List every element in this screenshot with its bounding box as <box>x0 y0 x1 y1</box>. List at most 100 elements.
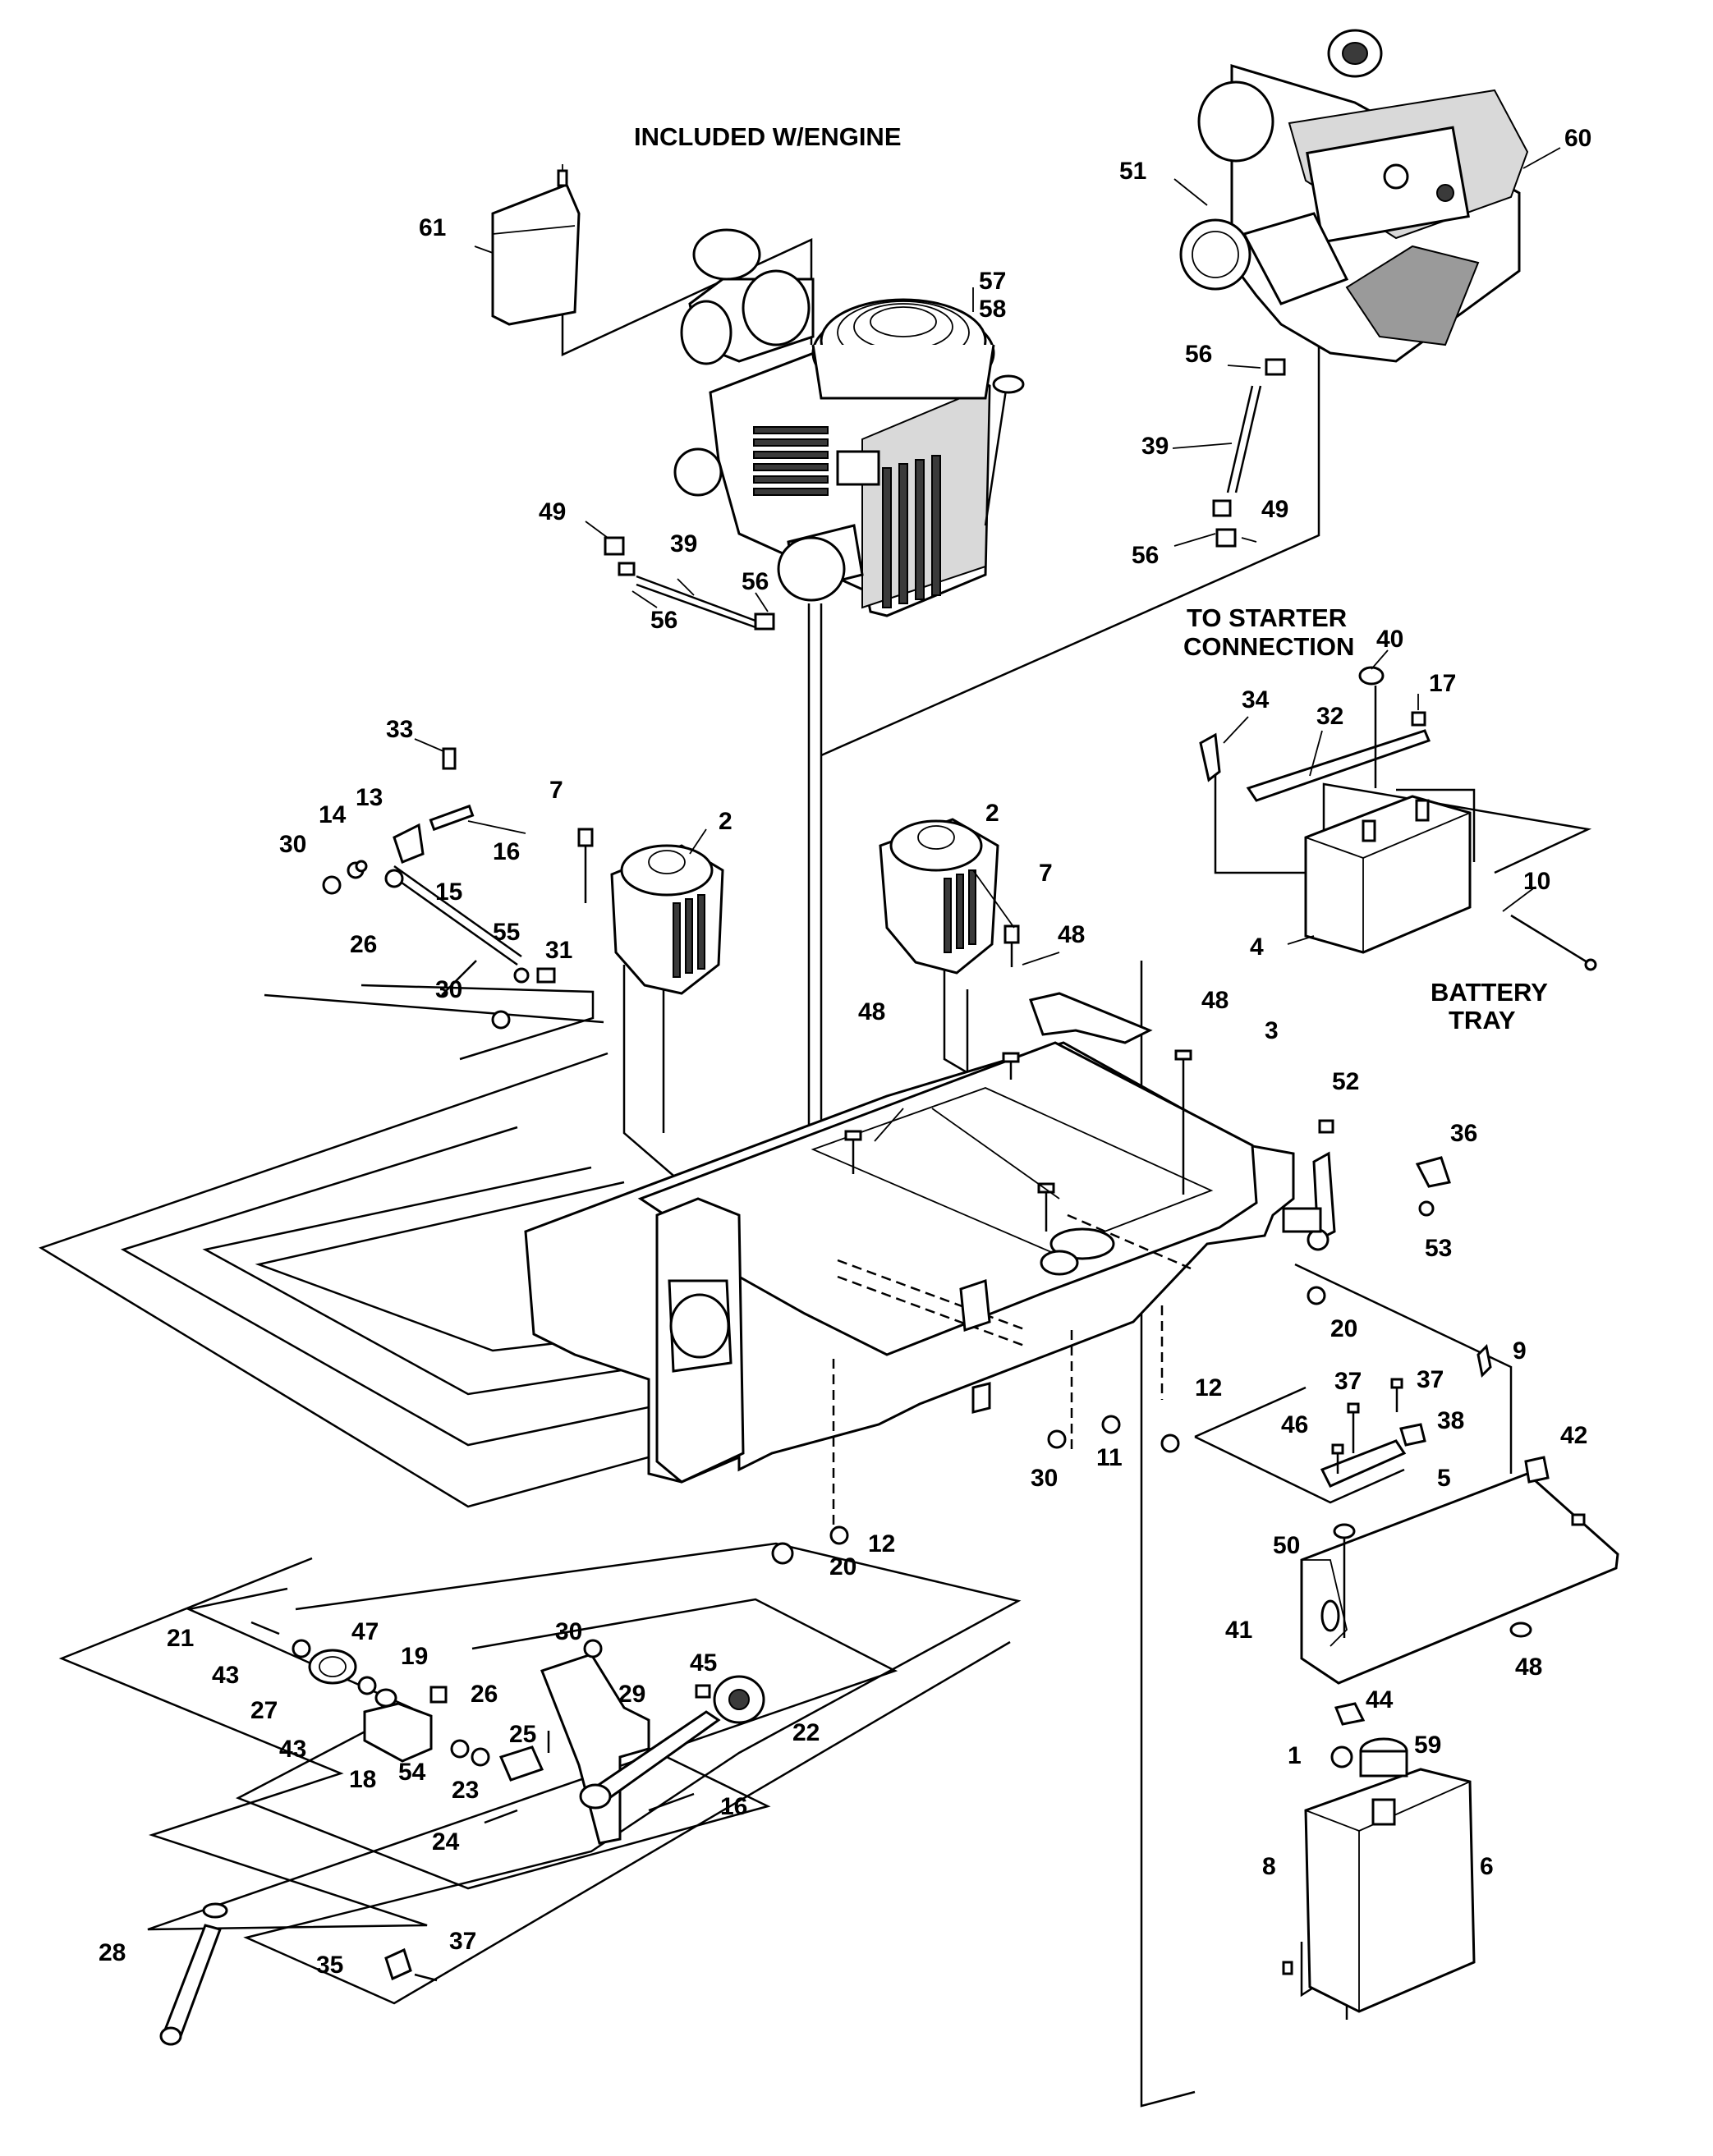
callout-29: 29 <box>618 1681 645 1708</box>
callout-37-right: 37 <box>1417 1366 1444 1393</box>
callout-20-right: 20 <box>1330 1315 1357 1342</box>
callout-60: 60 <box>1564 125 1591 152</box>
callout-39-left: 39 <box>670 530 697 557</box>
callout-4: 4 <box>1250 934 1264 961</box>
callout-30-lower: 30 <box>1031 1465 1058 1492</box>
leader-lines <box>414 147 1561 1200</box>
pump-right <box>879 818 999 975</box>
callout-12-left: 12 <box>868 1530 895 1557</box>
callout-10: 10 <box>1523 868 1550 895</box>
callout-18: 18 <box>349 1766 376 1793</box>
callout-3: 3 <box>1265 1017 1279 1044</box>
callout-36: 36 <box>1450 1120 1477 1147</box>
callout-32: 32 <box>1316 703 1343 730</box>
callout-19: 19 <box>401 1643 428 1670</box>
heading-battery-tray-line1: BATTERY <box>1431 978 1548 1007</box>
callout-56-left-upper: 56 <box>742 568 769 595</box>
callout-56-upper-right: 56 <box>1185 341 1212 368</box>
callout-50: 50 <box>1273 1532 1300 1559</box>
right-brackets <box>1300 1343 1619 1768</box>
callout-34: 34 <box>1242 686 1270 713</box>
callout-17: 17 <box>1429 670 1456 697</box>
frame-part-3 <box>524 992 1336 1535</box>
callout-30-bottom: 30 <box>555 1618 582 1645</box>
callout-48-lower: 48 <box>1515 1654 1542 1681</box>
callout-12-right: 12 <box>1195 1374 1222 1401</box>
callout-33: 33 <box>386 716 413 743</box>
callout-46: 46 <box>1281 1411 1308 1438</box>
callout-2-right: 2 <box>985 800 999 827</box>
callout-9: 9 <box>1513 1337 1527 1365</box>
callout-51: 51 <box>1119 158 1146 185</box>
callout-2-left: 2 <box>719 808 733 835</box>
callout-39-right: 39 <box>1141 433 1169 460</box>
callout-7-right: 7 <box>1039 860 1053 887</box>
callout-49-left: 49 <box>539 498 566 525</box>
callout-37-bottom: 37 <box>449 1928 476 1955</box>
callout-6: 6 <box>1480 1853 1494 1880</box>
callout-56-lower-right: 56 <box>1132 542 1159 569</box>
heading-included-with-engine: INCLUDED W/ENGINE <box>634 122 902 151</box>
engine-left <box>673 228 1025 617</box>
engine-right <box>1179 29 1529 363</box>
callout-28: 28 <box>99 1939 126 1966</box>
callout-44: 44 <box>1366 1686 1394 1713</box>
bolts-7 <box>577 828 1020 967</box>
callout-48-left: 48 <box>858 998 885 1025</box>
fuel-line-right <box>1212 358 1286 548</box>
callout-27: 27 <box>250 1697 278 1724</box>
callout-53: 53 <box>1425 1235 1452 1262</box>
heading-to-starter-line1: TO STARTER <box>1187 603 1347 632</box>
heading-to-starter-line2: CONNECTION <box>1183 632 1354 661</box>
callout-42: 42 <box>1560 1422 1587 1449</box>
callout-43-top: 43 <box>212 1662 239 1689</box>
heading-battery-tray-line2: TRAY <box>1449 1006 1516 1034</box>
callout-22: 22 <box>792 1719 820 1746</box>
callout-56-left-lower: 56 <box>650 607 677 634</box>
callout-13: 13 <box>356 784 383 811</box>
callout-55: 55 <box>493 919 520 946</box>
callout-52: 52 <box>1332 1068 1359 1095</box>
pump-left <box>610 844 724 995</box>
callout-59: 59 <box>1414 1732 1441 1759</box>
callout-40: 40 <box>1376 626 1403 653</box>
callout-37-left: 37 <box>1334 1368 1362 1395</box>
callout-7-left: 7 <box>549 777 563 804</box>
callout-14: 14 <box>319 801 347 828</box>
callout-25: 25 <box>509 1721 536 1748</box>
callout-35: 35 <box>316 1952 343 1979</box>
callout-21: 21 <box>167 1625 194 1652</box>
callout-48-right: 48 <box>1201 987 1228 1014</box>
pump-linkage <box>322 747 556 1030</box>
callout-49-right: 49 <box>1261 496 1288 523</box>
routing-lines <box>39 238 1592 2108</box>
callout-20-left: 20 <box>829 1553 856 1580</box>
callout-26-top: 26 <box>350 931 377 958</box>
callout-30-mid: 30 <box>435 976 462 1003</box>
callouts: 61 57 58 51 60 56 39 56 49 49 39 56 56 4… <box>99 125 1591 1979</box>
callout-54: 54 <box>398 1759 426 1786</box>
callout-5: 5 <box>1437 1465 1451 1492</box>
callout-41: 41 <box>1225 1617 1252 1644</box>
battery-tray-group <box>1199 666 1597 971</box>
callout-11: 11 <box>1096 1444 1123 1471</box>
callout-38: 38 <box>1437 1407 1464 1434</box>
callout-45: 45 <box>690 1649 717 1677</box>
callout-26-bottom: 26 <box>471 1681 498 1708</box>
pedal-assembly <box>159 1621 765 2046</box>
fuel-line-left <box>604 536 775 631</box>
callout-58: 58 <box>979 296 1006 323</box>
callout-15: 15 <box>435 878 462 906</box>
callout-23: 23 <box>452 1777 479 1804</box>
callout-31: 31 <box>545 937 572 964</box>
part-61-cover <box>491 164 581 326</box>
callout-24: 24 <box>432 1828 460 1856</box>
callout-16-lower: 16 <box>720 1793 747 1820</box>
callout-43-bottom: 43 <box>279 1736 306 1763</box>
callout-57: 57 <box>979 268 1006 295</box>
frame-hardware <box>771 1049 1451 1565</box>
callout-8: 8 <box>1262 1853 1276 1880</box>
callout-1: 1 <box>1288 1742 1302 1769</box>
callout-30-top: 30 <box>279 831 306 858</box>
